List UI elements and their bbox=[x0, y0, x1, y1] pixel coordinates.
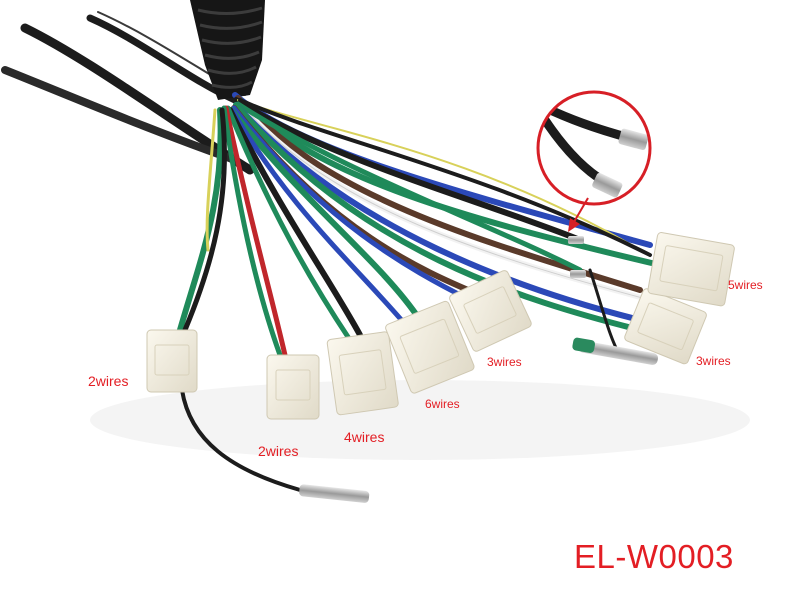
connector-2wires-left bbox=[146, 329, 198, 393]
label-2wires-center: 2wires bbox=[258, 443, 299, 459]
label-5wires: 5wires bbox=[728, 278, 763, 292]
product-code: EL-W0003 bbox=[574, 538, 734, 575]
connector-3wires-right bbox=[624, 288, 707, 365]
small-crimps bbox=[568, 236, 586, 278]
connector-4wires bbox=[326, 331, 399, 416]
label-3wires-middle: 3wires bbox=[487, 355, 522, 369]
label-6wires: 6wires bbox=[425, 397, 460, 411]
label-2wires-left: 2wires bbox=[88, 373, 129, 389]
label-3wires-right: 3wires bbox=[696, 354, 731, 368]
floor-shadow bbox=[90, 380, 750, 460]
connector-6wires bbox=[385, 300, 475, 394]
dc-plug-zoom-icon bbox=[536, 90, 652, 206]
bullet-connector bbox=[572, 337, 658, 365]
arrow-down-left-icon bbox=[568, 197, 589, 232]
connector-2wires-center bbox=[266, 354, 320, 420]
label-4wires: 4wires bbox=[344, 429, 385, 445]
black-tail-wire bbox=[180, 389, 370, 503]
connector-5wires bbox=[647, 232, 735, 307]
corrugated-sheath bbox=[190, 0, 265, 100]
connector-3wires-middle bbox=[449, 270, 532, 352]
